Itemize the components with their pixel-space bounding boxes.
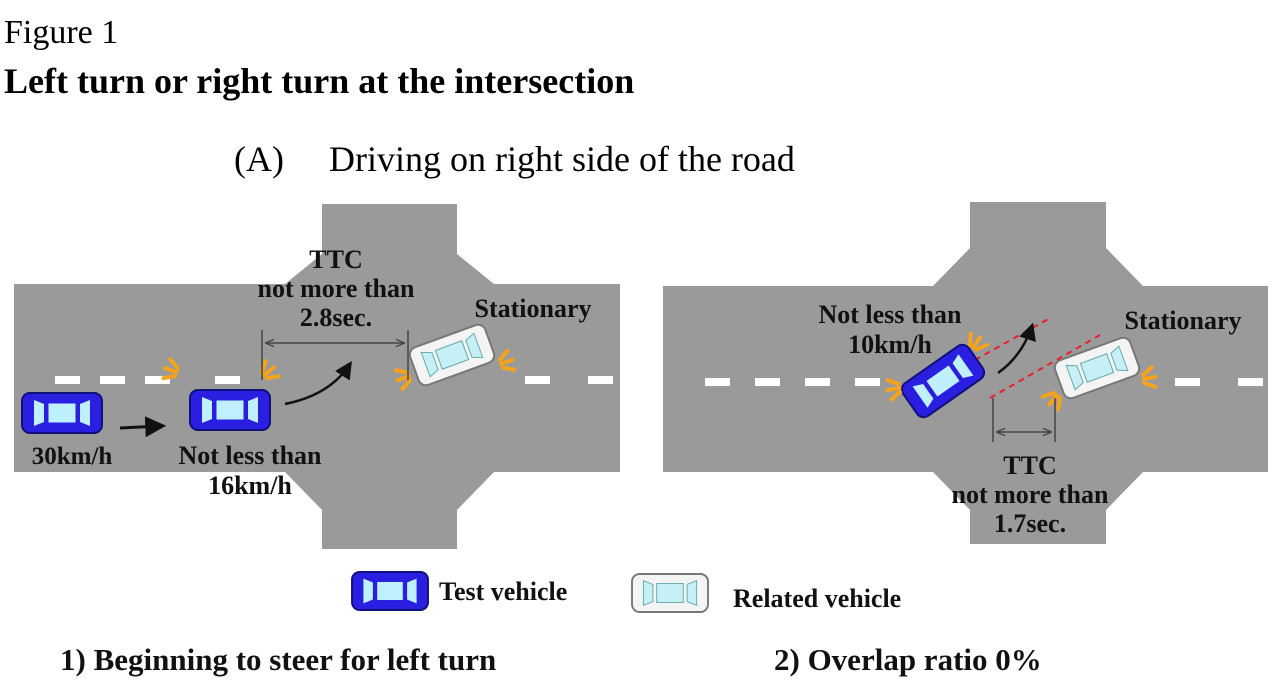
right-speed-condition: Not less than: [818, 300, 962, 329]
right-ttc-dimension: [992, 398, 1056, 442]
legend-related-vehicle-icon: [631, 573, 709, 613]
right-ttc-value: 1.7sec.: [994, 509, 1066, 538]
right-turn-path-arrow: [997, 322, 1036, 375]
right-stationary-label: Stationary: [1125, 306, 1242, 335]
left-ttc-condition: not more than: [258, 274, 416, 303]
left-stationary-label: Stationary: [475, 294, 592, 323]
left-turning-test-vehicle: [189, 389, 271, 431]
figure-label: Figure 1: [4, 14, 119, 51]
figure-title: Left turn or right turn at the intersect…: [4, 61, 635, 101]
left-start-test-vehicle: [21, 392, 103, 434]
legend-test-vehicle-icon: [351, 571, 429, 611]
left-turn-speed-condition: Not less than: [178, 441, 322, 470]
right-ttc-label: TTC: [1003, 451, 1056, 480]
left-panel-road: [14, 204, 620, 549]
left-turn-path-arrow: [284, 361, 352, 406]
left-ttc-label: TTC: [309, 245, 362, 274]
right-panel-caption: 2) Overlap ratio 0%: [774, 642, 1042, 677]
left-turn-speed-value: 16km/h: [208, 471, 292, 500]
left-approach-arrow: [119, 416, 167, 438]
left-ttc-value: 2.8sec.: [300, 303, 372, 332]
left-ttc-dimension: [261, 330, 409, 380]
legend: Test vehicle Related vehicle: [351, 571, 901, 613]
legend-related-vehicle-label: Related vehicle: [733, 584, 901, 613]
left-start-speed: 30km/h: [32, 443, 113, 470]
right-overlap-lines: [974, 317, 1101, 399]
right-ttc-condition: not more than: [952, 480, 1110, 509]
right-speed-value: 10km/h: [848, 330, 932, 359]
figure-subtitle: (A) Driving on right side of the road: [234, 139, 795, 179]
left-panel-caption: 1) Beginning to steer for left turn: [60, 642, 496, 677]
legend-test-vehicle-label: Test vehicle: [439, 577, 567, 606]
